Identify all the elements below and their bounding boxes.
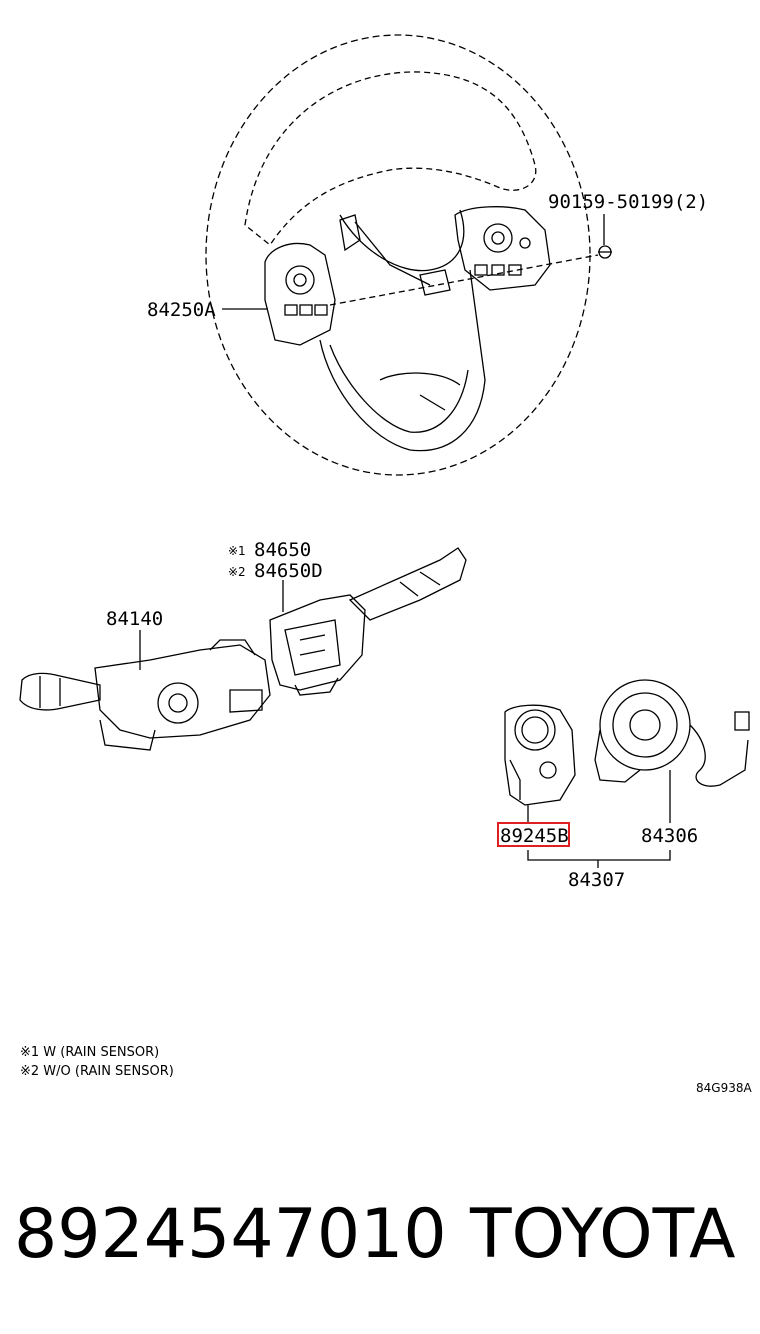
label-84650D: 84650D bbox=[254, 560, 323, 582]
part-number: 8924547010 bbox=[14, 1195, 447, 1274]
brand-name: TOYOTA bbox=[470, 1195, 736, 1274]
note2-mark: ※2 bbox=[228, 565, 246, 579]
bracket-84307 bbox=[527, 850, 671, 861]
steering-wheel-drawing bbox=[205, 34, 612, 476]
note1-mark: ※1 bbox=[228, 544, 246, 558]
label-84250A: 84250A bbox=[147, 299, 216, 321]
parts-diagram: 90159-50199(2) 84250A ※1 84650 ※2 84650D… bbox=[19, 34, 752, 1095]
label-84140: 84140 bbox=[106, 608, 163, 630]
label-84306: 84306 bbox=[641, 825, 698, 847]
footer-caption: 8924547010 TOYOTA bbox=[0, 1190, 760, 1280]
note-2: ※2 W/O (RAIN SENSOR) bbox=[20, 1064, 174, 1079]
highlight-box bbox=[497, 822, 570, 847]
diagram-code: 84G938A bbox=[696, 1081, 752, 1095]
label-84650: 84650 bbox=[254, 539, 311, 561]
combination-switch-drawing bbox=[19, 547, 467, 751]
label-89245B[interactable]: 89245B bbox=[500, 825, 569, 847]
leader-dashed bbox=[329, 254, 599, 306]
label-84307: 84307 bbox=[568, 869, 625, 891]
note-1: ※1 W (RAIN SENSOR) bbox=[20, 1045, 159, 1060]
spiral-cable-drawing bbox=[504, 679, 750, 868]
label-bolt: 90159-50199(2) bbox=[548, 191, 708, 213]
